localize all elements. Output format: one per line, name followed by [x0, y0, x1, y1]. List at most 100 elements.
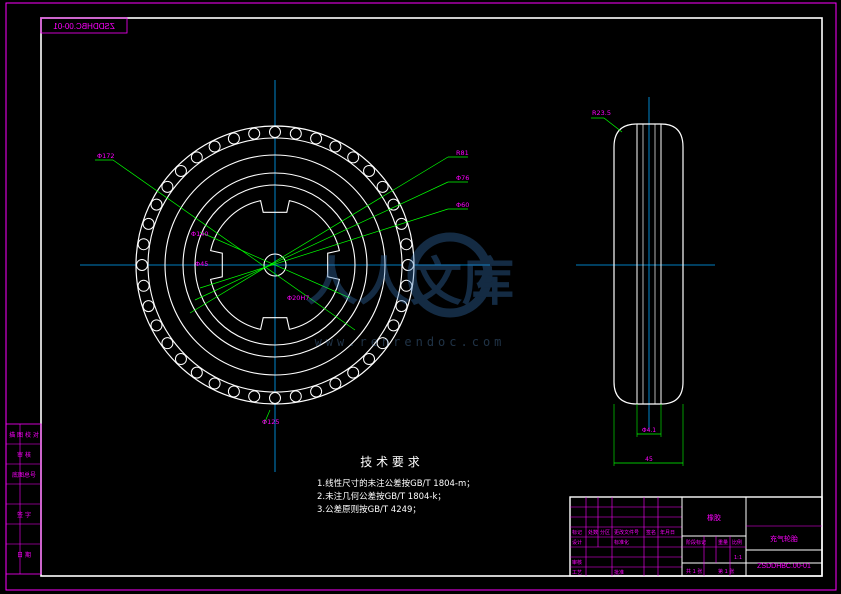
tread-scallop: [208, 140, 221, 153]
tread-scallop: [363, 353, 376, 366]
tech-title: 技 术 要 求: [360, 455, 419, 469]
rev-head-count: 处数: [588, 529, 598, 536]
tread-scallops: [136, 126, 414, 404]
side-label-date: 日 期: [17, 551, 31, 559]
tread-scallop: [248, 127, 261, 140]
tread-scallop: [150, 319, 163, 332]
technical-requirements: 技 术 要 求 1.线性尺寸的未注公差按GB/T 1804-m； 2.未注几何公…: [317, 455, 475, 515]
tread-scallop: [289, 390, 302, 403]
side-view: R23.5 Φ4.1 45: [576, 97, 715, 466]
tech-item-2: 2.未注几何公差按GB/T 1804-k；: [317, 491, 446, 502]
tread-scallop: [161, 337, 174, 350]
tread-scallop: [310, 385, 323, 398]
dim-side-inner-width: Φ4.1: [642, 427, 656, 434]
tread-scallop: [190, 366, 203, 379]
tread-scallop: [329, 140, 342, 153]
tread-scallop: [400, 238, 413, 251]
tread-scallop: [363, 164, 376, 177]
rev-head-date: 年月日: [660, 529, 675, 536]
drawing-frame: [40, 17, 823, 577]
rev-head-sign: 签名: [646, 529, 656, 536]
tread-scallop: [310, 132, 323, 145]
std-label: 标准化: [614, 539, 629, 546]
bore-circle: [263, 253, 287, 277]
tread-scallop: [387, 319, 400, 332]
side-label-table: 描 图 校 对 审 核 底图总号 签 字 日 期: [5, 423, 42, 575]
hub-circle: [194, 184, 356, 346]
watermark: 人人文库 www.renrendoc.com: [306, 232, 514, 349]
tread-inner-circle: [147, 137, 403, 393]
tread-scallop: [142, 217, 155, 230]
role-design: 设计: [572, 539, 582, 546]
sheets-total: 共 1 张: [686, 568, 702, 575]
tread-scallop: [329, 377, 342, 390]
tread-scallop: [190, 151, 203, 164]
watermark-logo-ring: [407, 232, 493, 318]
side-label-sign: 签 字: [17, 511, 31, 519]
tread-scallop: [150, 198, 163, 211]
sheet-border: [5, 2, 837, 591]
dim-hub-diameter: Φ45: [195, 260, 208, 268]
radius-leader: [603, 117, 623, 133]
tread-scallop: [269, 126, 281, 138]
tread-scallop: [387, 198, 400, 211]
dim-inner-diameter: Φ140: [191, 230, 209, 238]
mirrored-drawing-code: ZSDDHBC.00-01: [53, 22, 115, 31]
tread-scallop: [347, 366, 360, 379]
tread-scallop: [289, 127, 302, 140]
watermark-brand: 人人文库: [306, 253, 514, 313]
tread-scallop: [376, 180, 389, 193]
tread-scallop: [208, 377, 221, 390]
tire-side-profile: [613, 123, 684, 405]
stage-header: 阶段标记: [686, 539, 706, 546]
rev-head-zone: 分区: [600, 529, 610, 536]
tread-scallop: [137, 238, 150, 251]
tread-scallop: [174, 164, 187, 177]
sheet-number: 第 1 张: [718, 568, 734, 575]
leader-lines: [95, 156, 468, 425]
side-label-review: 审 核: [17, 451, 31, 459]
title-block: 标记 处数 分区 更改文件号 签名 年月日 设计 标准化 审核 工艺 批准 阶段…: [569, 496, 823, 577]
rev-head-mark: 标记: [572, 529, 582, 536]
part-name: 充气轮胎: [770, 534, 798, 543]
dim-outer-diameter: Φ172: [97, 152, 115, 160]
watermark-url: www.renrendoc.com: [315, 335, 506, 349]
tread-scallop: [227, 385, 240, 398]
tread-scallop: [400, 279, 413, 292]
dim-phi76: Φ76: [456, 174, 469, 182]
dim-side-width: 45: [645, 456, 653, 463]
side-label-base-no: 底图总号: [12, 471, 36, 479]
drawing-code: ZSDDHBC.00-01: [757, 563, 811, 570]
scale-value: 1:1: [734, 555, 742, 561]
tread-scallop: [137, 279, 150, 292]
role-process: 工艺: [572, 570, 582, 576]
dim-r81: R81: [456, 149, 469, 157]
weight-header: 重量: [718, 539, 728, 546]
tech-item-3: 3.公差原则按GB/T 4249；: [317, 504, 421, 515]
dim-bottom-diameter: Φ125: [262, 418, 280, 426]
tread-scallop: [395, 300, 408, 313]
dim-bore-diameter: Φ20H7: [287, 294, 309, 302]
material: 橡胶: [707, 513, 721, 522]
role-review: 审核: [572, 559, 582, 566]
approve-label: 批准: [614, 569, 624, 576]
tread-scallop: [227, 132, 240, 145]
tread-scallop: [347, 151, 360, 164]
dim-side-radius: R23.5: [592, 109, 611, 117]
side-label-trace: 描 图 校 对: [9, 431, 39, 439]
rim-circle: [164, 154, 386, 376]
hub-slotted-profile: [209, 199, 341, 331]
code-box-top: [40, 17, 128, 34]
tread-scallop: [248, 390, 261, 403]
tread-scallop: [269, 392, 281, 404]
tech-item-1: 1.线性尺寸的未注公差按GB/T 1804-m；: [317, 478, 475, 489]
scale-header: 比例: [732, 539, 742, 546]
rev-head-docno: 更改文件号: [614, 529, 639, 536]
tread-scallop: [376, 337, 389, 350]
tread-scallop: [174, 353, 187, 366]
tread-scallop: [142, 300, 155, 313]
front-view: Φ172 R81 Φ76 Φ60 Φ140 Φ45 Φ20H7 Φ125: [80, 80, 490, 472]
tread-scallop: [136, 259, 148, 271]
